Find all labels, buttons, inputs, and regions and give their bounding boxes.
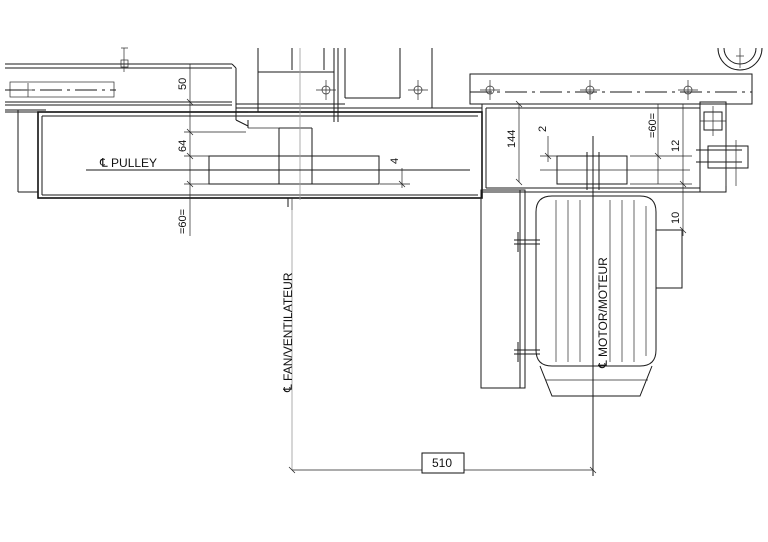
- dim-4: 4: [389, 158, 401, 164]
- dim-50: 50: [177, 78, 189, 90]
- motor-label: ℄ MOTOR/MOTEUR: [596, 257, 610, 369]
- fan-label: ℄ FAN/VENTILATEUR: [281, 272, 295, 393]
- dim-10: 10: [670, 212, 682, 224]
- dim-60-right: =60=: [647, 113, 659, 138]
- pulley-guard: [17, 110, 483, 210]
- dim-64: 64: [177, 140, 189, 152]
- dim-144: 144: [506, 130, 518, 148]
- right-dimensions: [515, 100, 692, 236]
- dim-2: 2: [537, 126, 549, 132]
- dim-510-label: 510: [432, 456, 452, 470]
- center-lines: [86, 136, 594, 476]
- left-dimensions: [184, 64, 410, 236]
- dim-12: 12: [670, 140, 682, 152]
- dimension-510: [288, 452, 597, 474]
- motor: [480, 152, 690, 397]
- motor-base-frame: [469, 47, 763, 193]
- pulley-label: ℄ PULLEY: [99, 156, 157, 170]
- dim-60-left: =60=: [177, 209, 189, 234]
- fan-bearing: [236, 48, 482, 200]
- left-shaft-rail: [5, 47, 249, 127]
